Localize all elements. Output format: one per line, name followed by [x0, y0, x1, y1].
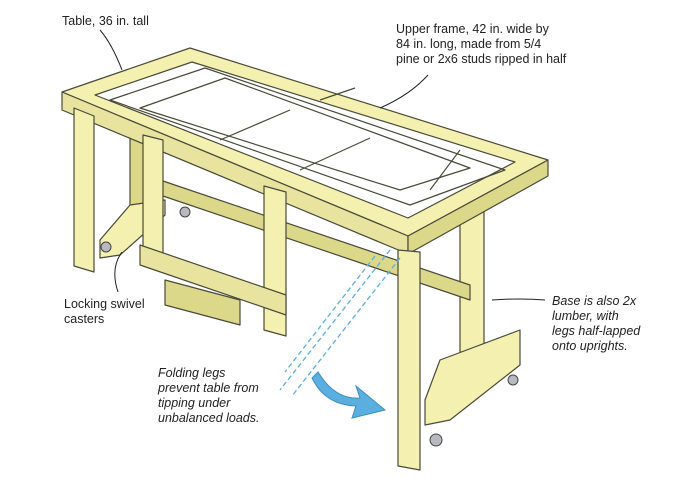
leader-line — [491, 298, 546, 301]
cross-member — [429, 149, 461, 191]
label-line: casters — [64, 312, 105, 326]
label-line: legs half-lapped — [552, 324, 641, 338]
caster-icon — [100, 241, 112, 253]
label-line: Upper frame, 42 in. wide by — [396, 22, 549, 36]
frame-opening — [94, 61, 516, 219]
label-line: Base is also 2x — [552, 294, 637, 308]
frame-rail — [139, 77, 471, 191]
folding-leg-left — [142, 134, 164, 263]
fold-arrow-icon — [311, 371, 387, 419]
label-table-height: Table, 36 in. tall — [62, 14, 149, 28]
label-line: Folding legs — [158, 366, 226, 380]
label-line: unbalanced loads. — [158, 411, 260, 425]
leader-line — [114, 251, 123, 293]
label-folding-legs: Folding legs prevent table from tipping … — [158, 366, 259, 426]
label-line: lumber, with — [552, 309, 619, 323]
leader-line — [379, 74, 429, 109]
label-line: onto uprights. — [552, 339, 628, 353]
front-right-leg — [397, 249, 421, 471]
cross-member — [299, 137, 371, 171]
label-casters: Locking swivel casters — [64, 297, 145, 327]
folded-leg-outline — [291, 257, 401, 397]
label-line: Locking swivel — [64, 297, 145, 311]
label-line: 84 in. long, made from 5/4 — [396, 37, 542, 51]
folded-leg-outline — [279, 249, 391, 391]
folding-leg-foot — [164, 279, 241, 326]
leader-line — [99, 29, 123, 71]
label-line: pine or 2x6 studs ripped in half — [396, 52, 567, 66]
caster-icon — [507, 374, 519, 386]
folded-leg-outline — [284, 255, 376, 373]
caster-icon — [179, 206, 191, 218]
label-line: tipping under — [158, 396, 231, 410]
folding-leg-crossbar — [139, 244, 287, 316]
cross-member — [319, 87, 356, 101]
caster-icon — [429, 433, 443, 447]
label-base: Base is also 2x lumber, with legs half-l… — [552, 294, 640, 354]
label-line: prevent table from — [158, 381, 259, 395]
frame-side-face — [407, 159, 549, 255]
cross-member — [219, 109, 291, 141]
front-left-leg — [73, 107, 95, 273]
frame-rail — [109, 67, 506, 206]
label-upper-frame: Upper frame, 42 in. wide by 84 in. long,… — [396, 22, 566, 67]
right-base-foot — [424, 329, 521, 426]
